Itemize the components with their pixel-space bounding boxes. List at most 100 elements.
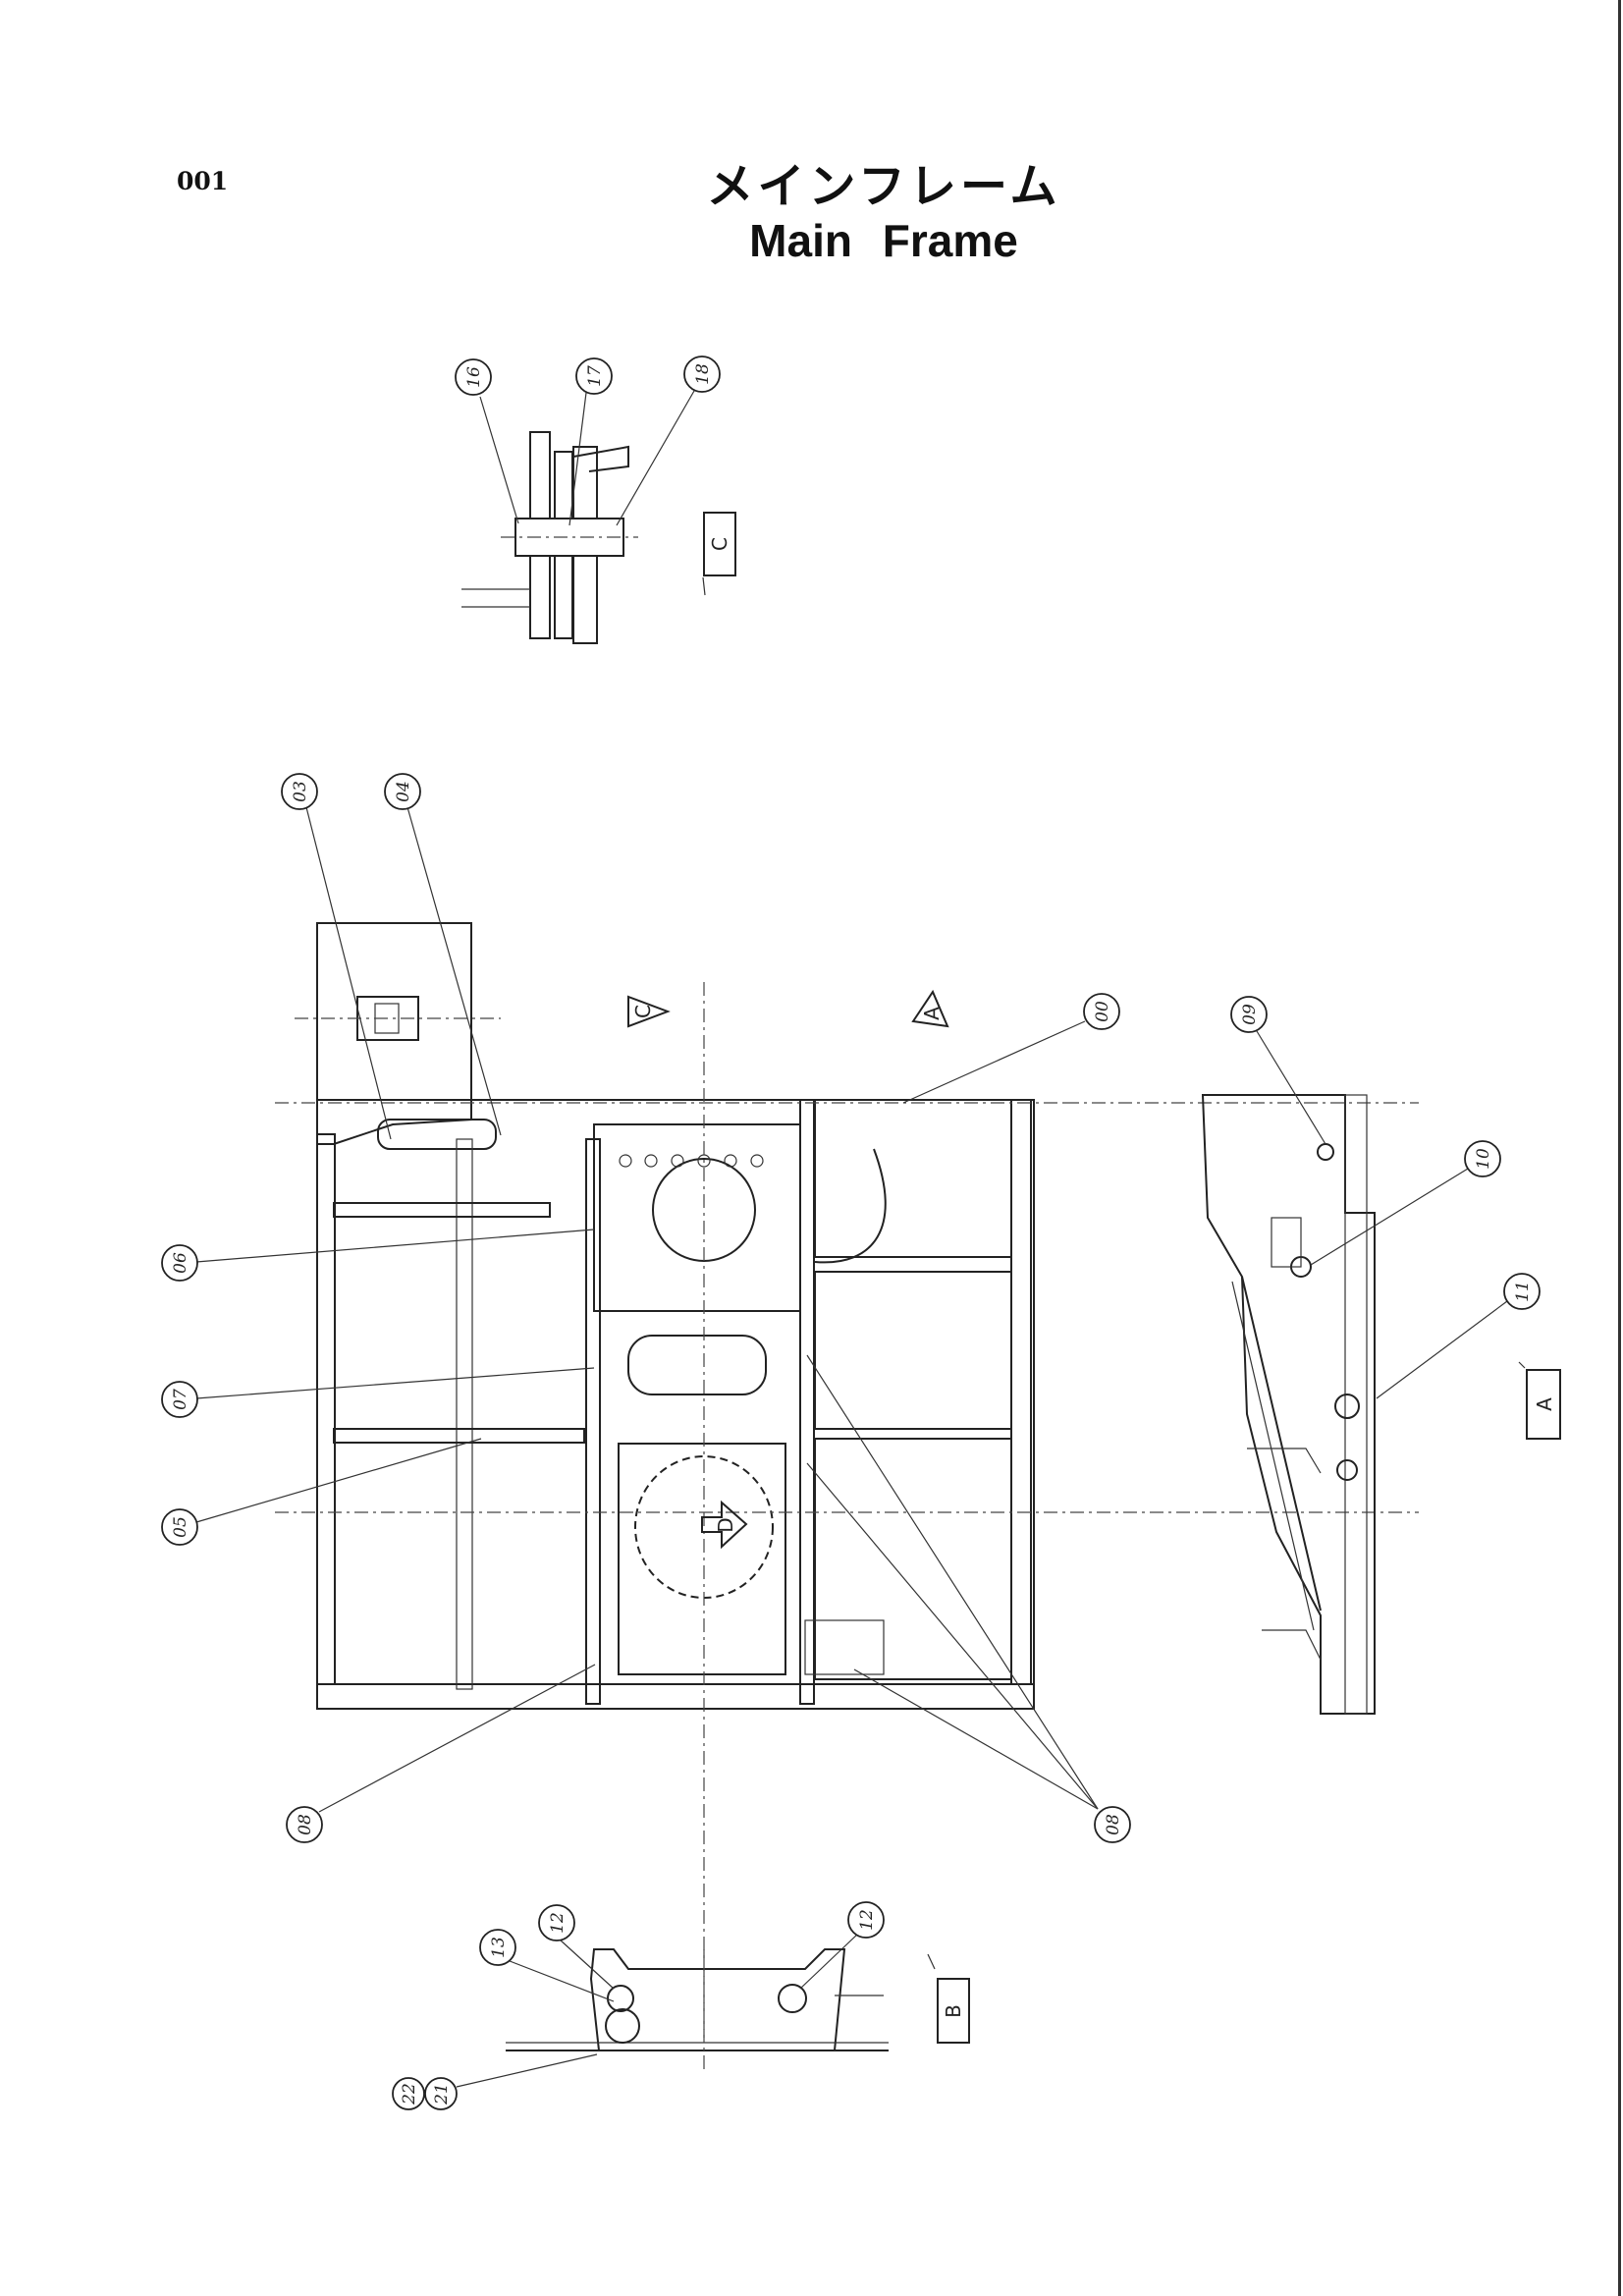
leader-12-left — [559, 1939, 615, 1990]
frame-outline — [316, 1099, 1035, 1710]
page-title-english: Main Frame — [749, 215, 1018, 266]
detail-b-callouts: 13 12 12 21 22 — [392, 1901, 885, 2110]
callout-00-label: 00 — [1093, 1001, 1112, 1022]
side-rail-a — [1344, 1094, 1368, 1715]
leader-13 — [504, 1958, 615, 2002]
callout-16 — [455, 358, 492, 396]
callout-06 — [161, 1244, 198, 1282]
callout-12-left — [538, 1904, 575, 1941]
callout-18 — [683, 355, 721, 393]
crossbar-05 — [333, 1428, 585, 1444]
callout-07 — [161, 1381, 198, 1418]
mount-bracket — [804, 1619, 885, 1675]
leader-08-right-a — [806, 1354, 1099, 1810]
detail-view-a: A — [1201, 1094, 1561, 1715]
boss-b1 — [607, 1985, 634, 2012]
leader-11 — [1376, 1300, 1508, 1399]
callout-08-right — [1094, 1806, 1131, 1843]
right-side-rail — [1010, 1099, 1032, 1685]
callout-08-left-label: 08 — [296, 1814, 315, 1835]
view-arrow-c — [627, 995, 671, 1028]
callout-22-label: 22 — [400, 2083, 419, 2105]
leader-08-right-c — [853, 1668, 1099, 1810]
callout-11-label: 11 — [1513, 1281, 1533, 1302]
callout-08-right-label: 08 — [1104, 1814, 1123, 1835]
detail-c-callouts: 16 17 18 — [455, 355, 721, 526]
right-main-beam — [799, 1099, 815, 1705]
callout-13-label: 13 — [489, 1937, 509, 1958]
bracket-a2 — [1262, 1629, 1322, 1661]
hole-a4 — [1336, 1459, 1358, 1481]
detail-view-b: B — [506, 1948, 970, 2072]
main-frame-view: C A D — [275, 922, 1419, 2043]
callout-03-label: 03 — [291, 781, 310, 802]
callout-16-label: 16 — [464, 366, 484, 388]
lifting-lug — [377, 1119, 497, 1150]
detail-a-callouts: 09 10 11 — [1230, 996, 1541, 1399]
callout-17 — [575, 357, 613, 395]
view-label-c-tick — [702, 576, 706, 596]
callout-18-label: 18 — [693, 363, 713, 385]
leader-05 — [195, 1438, 482, 1523]
callout-21 — [424, 2077, 458, 2110]
callout-07-label: 07 — [171, 1389, 190, 1410]
leader-08-right-b — [806, 1462, 1099, 1810]
diagonal-rail-b — [1231, 1281, 1315, 1631]
leader-10 — [1310, 1168, 1469, 1266]
left-sub-rail — [456, 1138, 473, 1690]
view-label-b-box — [937, 1978, 970, 2044]
view-arrow-d-label: D — [714, 1517, 737, 1532]
view-label-c: C — [708, 537, 731, 551]
view-arrow-a-label: A — [920, 1007, 944, 1020]
callout-09 — [1230, 996, 1268, 1033]
view-label-c-box — [703, 512, 736, 576]
callout-09-label: 09 — [1240, 1004, 1260, 1025]
view-label-a-box — [1526, 1369, 1561, 1440]
leader-12-right — [799, 1932, 860, 1990]
leader-03 — [305, 806, 392, 1140]
boss-b2 — [605, 2008, 640, 2044]
callout-10-label: 10 — [1474, 1148, 1493, 1170]
left-side-rail — [316, 1133, 336, 1685]
callout-00 — [1083, 993, 1120, 1030]
view-label-a: A — [1533, 1397, 1556, 1411]
callout-04 — [384, 773, 421, 810]
page-title-japanese: メインフレーム — [706, 159, 1061, 214]
leader-09 — [1256, 1030, 1326, 1145]
view-arrow-d — [701, 1500, 748, 1550]
plate-a1 — [1271, 1217, 1302, 1268]
leader-06 — [195, 1229, 595, 1263]
callout-05-label: 05 — [171, 1516, 190, 1538]
frame-bottom-rail — [316, 1683, 1035, 1710]
callout-04-label: 04 — [394, 781, 413, 802]
callout-08-left — [286, 1806, 323, 1843]
main-frame-callouts: 03 04 00 06 07 05 08 08 — [161, 773, 1131, 1843]
counterweight-block — [316, 922, 472, 1145]
detail-view-c: C — [461, 431, 736, 644]
callout-11 — [1503, 1273, 1541, 1310]
leader-17 — [568, 392, 587, 526]
callout-17-label: 17 — [585, 365, 605, 387]
leader-21-22 — [456, 2053, 598, 2088]
callout-12-left-label: 12 — [548, 1912, 568, 1934]
callout-05 — [161, 1508, 198, 1546]
bracket-a1 — [1247, 1448, 1322, 1474]
leader-16 — [479, 396, 519, 524]
view-arrow-c-label: C — [631, 1005, 655, 1018]
leader-04 — [406, 806, 502, 1136]
callout-13 — [479, 1929, 516, 1966]
hydraulic-tank-area — [814, 1271, 1012, 1430]
leader-08-left — [318, 1664, 596, 1813]
hole-11 — [1334, 1394, 1360, 1419]
center-oval-opening — [627, 1335, 767, 1395]
view-arrow-a — [911, 989, 949, 1028]
crossbar-upper — [333, 1202, 551, 1218]
left-main-beam — [585, 1138, 601, 1705]
callout-22 — [392, 2077, 425, 2110]
callout-06-label: 06 — [171, 1252, 190, 1274]
view-label-a-tick — [1518, 1361, 1526, 1369]
callout-12-right-label: 12 — [857, 1909, 877, 1931]
view-label-b: B — [942, 2004, 965, 2018]
leader-00 — [902, 1020, 1086, 1104]
